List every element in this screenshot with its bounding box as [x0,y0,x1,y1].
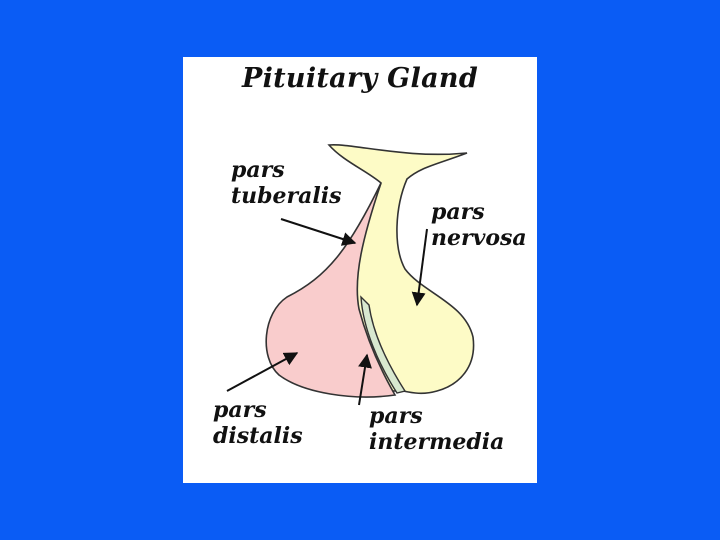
label-pars-distalis: pars distalis [213,397,303,449]
pituitary-diagram [226,144,475,406]
diagram-title: Pituitary Gland [241,63,479,94]
arrow-distalis [226,352,299,392]
arrow-tuberalis [280,218,357,246]
pars-distalis-shape [265,182,397,398]
label-pars-nervosa: pars nervosa [431,199,527,251]
diagram-panel: Pituitary Gland pars tuberalis pars nerv… [183,57,537,483]
label-pars-tuberalis: pars tuberalis [231,157,342,209]
arrow-nervosa [411,228,428,307]
label-pars-intermedia: pars intermedia [369,403,505,455]
pars-intermedia-shape [360,295,407,394]
arrow-intermedia [358,353,372,406]
